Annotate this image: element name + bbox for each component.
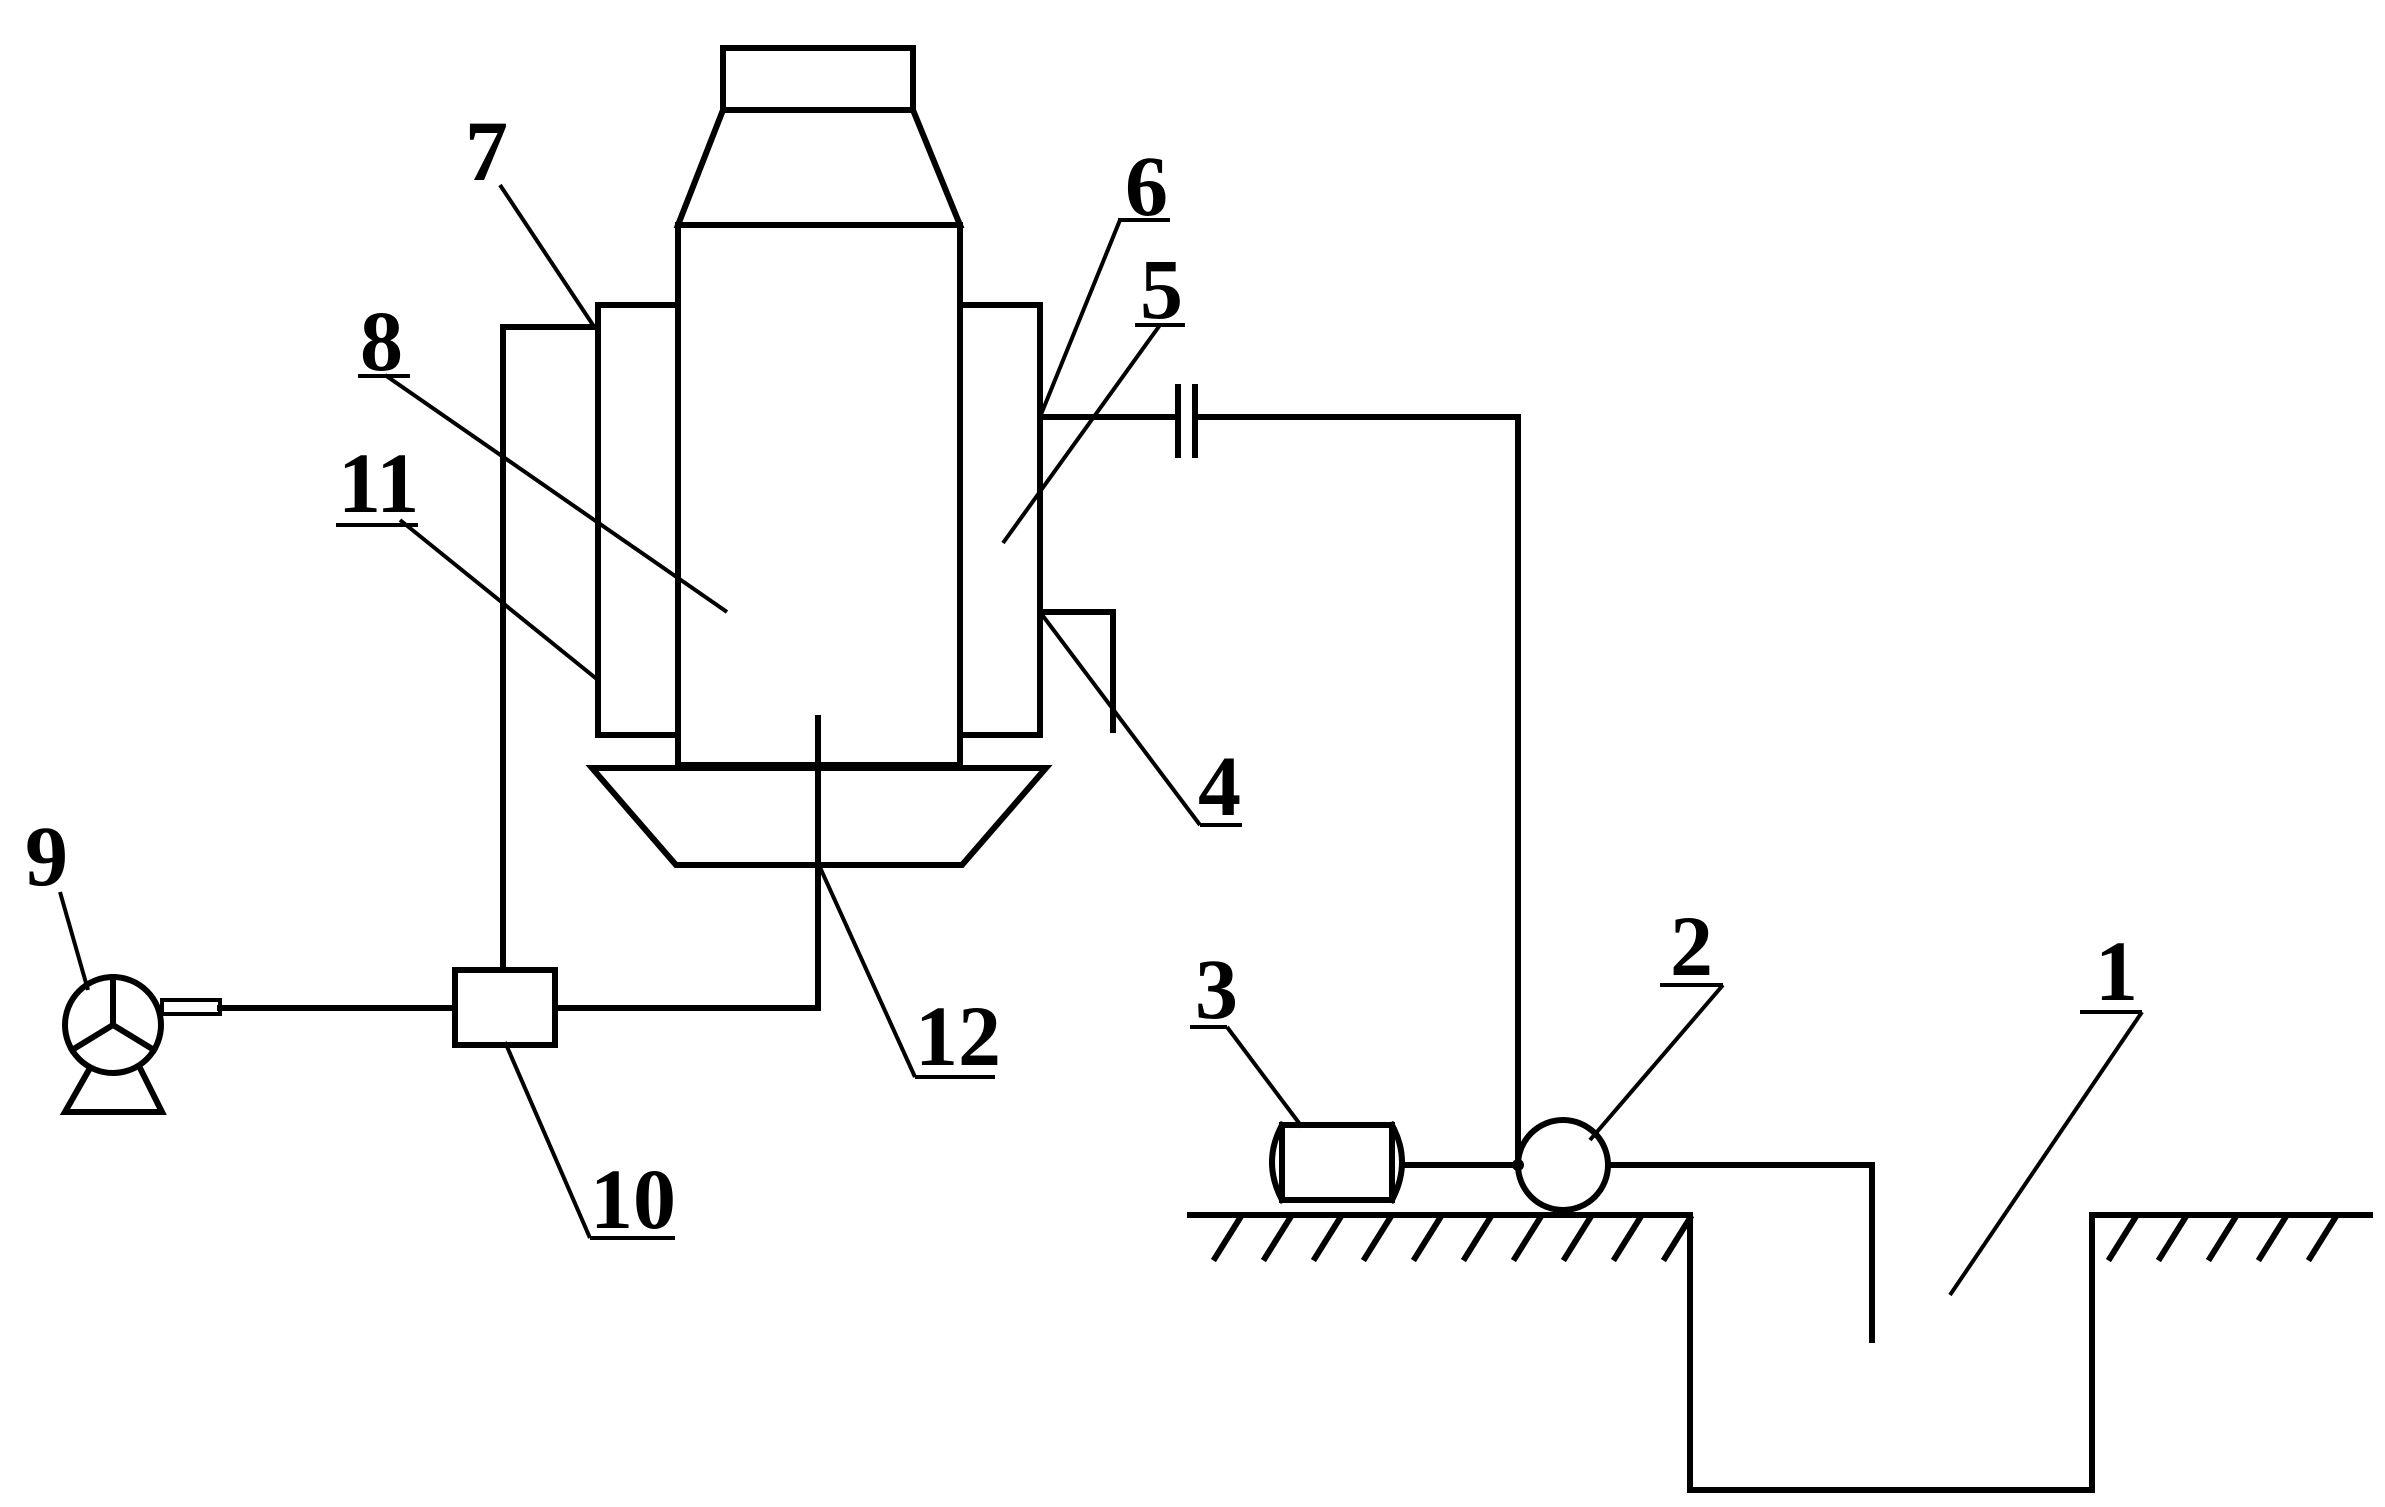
- label-10: 10: [590, 1151, 676, 1247]
- motor: [1269, 1120, 1405, 1205]
- bottom-hopper: [585, 765, 1053, 868]
- left-jacket: [595, 302, 681, 738]
- labels: 7 8 11 6 5 4 12 10 9 3 2 1: [25, 103, 2138, 1247]
- label-8: 8: [360, 293, 403, 389]
- label-5: 5: [1140, 241, 1183, 337]
- label-12: 12: [915, 988, 1001, 1084]
- distributor-box: [452, 967, 558, 1048]
- label-7: 7: [465, 103, 508, 199]
- label-9: 9: [25, 808, 68, 904]
- label-3: 3: [1195, 941, 1238, 1037]
- left-supply-pipe: [500, 324, 601, 973]
- label-11: 11: [338, 435, 419, 531]
- tower: [673, 45, 965, 768]
- label-4: 4: [1198, 738, 1241, 834]
- label-2: 2: [1670, 898, 1713, 994]
- ground-and-pit: [1187, 1212, 2373, 1493]
- tower-top-cap: [720, 45, 916, 113]
- fan: [59, 974, 167, 1115]
- right-outlet-pipe: [1037, 609, 1116, 733]
- label-1: 1: [2095, 923, 2138, 1019]
- right-jacket: [957, 302, 1043, 738]
- suction-pipe: [1605, 1162, 1875, 1343]
- leader-lines: [58, 183, 2144, 1297]
- tower-top-cone: [673, 106, 965, 228]
